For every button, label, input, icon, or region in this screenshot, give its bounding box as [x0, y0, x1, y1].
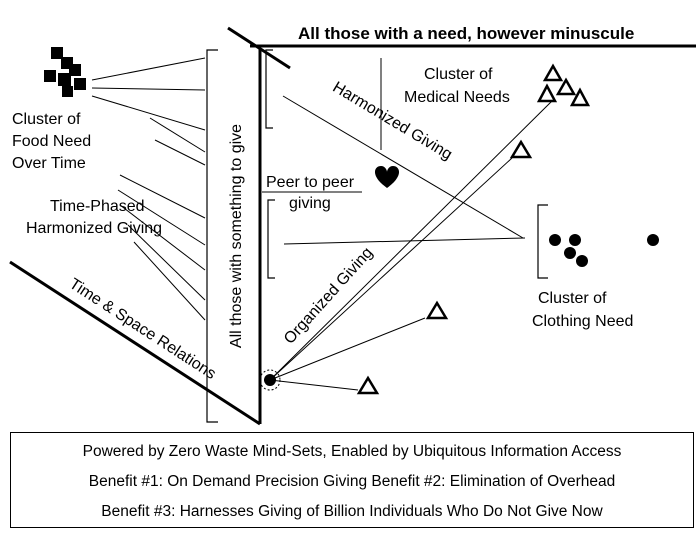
food-fan-lines	[91, 57, 206, 321]
svg-text:Medical Needs: Medical Needs	[404, 89, 510, 106]
giver-dot	[259, 369, 281, 391]
giver-bracket	[206, 49, 218, 423]
vertical-giver-label: All those with something to give	[228, 124, 245, 348]
svg-text:Harmonized Giving: Harmonized Giving	[26, 220, 162, 237]
footer-box: Powered by Zero Waste Mind-Sets, Enabled…	[10, 432, 694, 528]
svg-text:Time-Phased: Time-Phased	[50, 198, 145, 215]
top-label: All those with a need, however minuscule	[298, 24, 634, 43]
svg-text:Cluster of: Cluster of	[12, 111, 81, 128]
svg-text:Peer to peer: Peer to peer	[266, 174, 355, 191]
svg-text:Over Time: Over Time	[12, 155, 86, 172]
heart-icon	[374, 166, 400, 188]
peer-bracket	[267, 199, 275, 279]
need-triangles	[356, 63, 591, 395]
time-space-axis	[9, 260, 261, 426]
clothing-bracket	[537, 204, 548, 279]
food-cluster-squares	[44, 47, 86, 97]
svg-text:Food Need: Food Need	[12, 133, 91, 150]
clothing-cluster-label: Cluster of Clothing Need	[532, 290, 633, 330]
harmonized-bracket	[265, 49, 273, 129]
clothing-dots	[549, 234, 659, 267]
footer-line-2: Benefit #1: On Demand Precision Giving B…	[88, 473, 616, 490]
svg-text:giving: giving	[289, 195, 331, 212]
footer-line-3: Benefit #3: Harnesses Giving of Billion …	[101, 503, 603, 520]
food-cluster-label: Cluster of Food Need Over Time	[12, 111, 91, 172]
peer-line	[283, 237, 526, 245]
organized-lines	[269, 99, 554, 391]
svg-text:Cluster of: Cluster of	[424, 66, 493, 83]
svg-text:Cluster of: Cluster of	[538, 290, 607, 307]
svg-text:Clothing Need: Clothing Need	[532, 313, 633, 330]
time-phased-label: Time-Phased Harmonized Giving	[26, 198, 162, 237]
peer-label: Peer to peer giving	[266, 174, 355, 212]
footer-line-1: Powered by Zero Waste Mind-Sets, Enabled…	[82, 443, 622, 460]
medical-cluster-label: Cluster of Medical Needs	[404, 66, 510, 106]
harmonized-line	[282, 95, 524, 239]
